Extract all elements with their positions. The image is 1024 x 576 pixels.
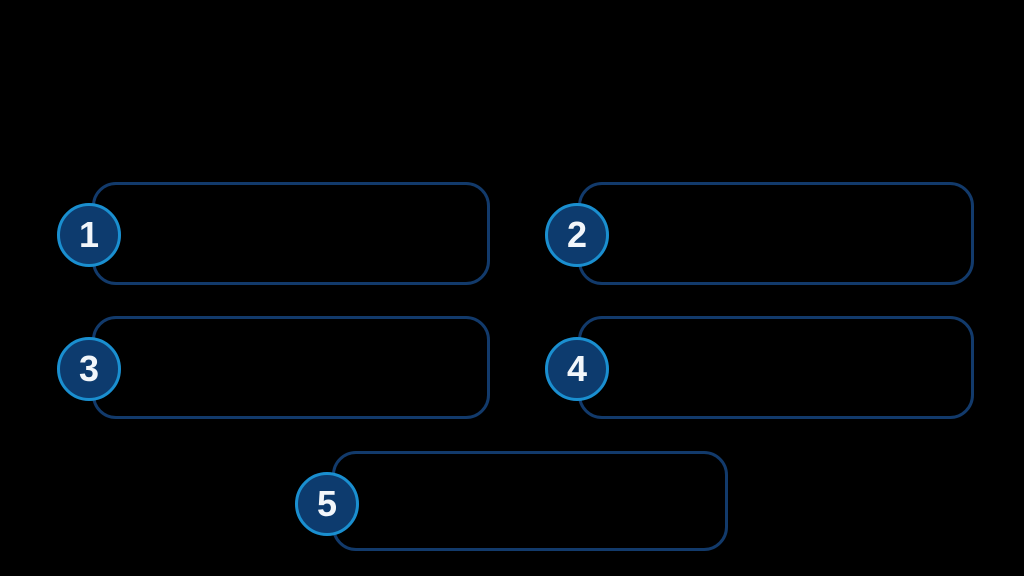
callout-box-3[interactable]: [92, 316, 490, 419]
callout-text-1: [151, 185, 469, 282]
callout-badge-number-4: 4: [566, 348, 588, 389]
callout-box-1[interactable]: [92, 182, 490, 285]
callout-box-4[interactable]: [578, 316, 974, 419]
callout-badge-number-3: 3: [78, 348, 100, 389]
callout-badge-number-1: 1: [78, 214, 100, 255]
callout-item-5: 5: [295, 451, 728, 551]
callout-item-2: 2: [545, 182, 974, 285]
callout-box-5[interactable]: [332, 451, 728, 551]
callout-text-3: [151, 319, 469, 416]
callout-text-5: [391, 454, 707, 548]
callout-badge-number-5: 5: [316, 483, 338, 524]
callout-badge-3[interactable]: 3: [57, 337, 121, 401]
callout-item-4: 4: [545, 316, 974, 419]
callout-text-2: [637, 185, 953, 282]
callout-badge-number-2: 2: [566, 214, 588, 255]
callout-item-1: 1: [57, 182, 490, 285]
title-area: [0, 0, 1024, 170]
callout-badge-5[interactable]: 5: [295, 472, 359, 536]
callout-item-3: 3: [57, 316, 490, 419]
callout-badge-2[interactable]: 2: [545, 203, 609, 267]
callout-badge-1[interactable]: 1: [57, 203, 121, 267]
callout-badge-4[interactable]: 4: [545, 337, 609, 401]
callout-box-2[interactable]: [578, 182, 974, 285]
callout-text-4: [637, 319, 953, 416]
